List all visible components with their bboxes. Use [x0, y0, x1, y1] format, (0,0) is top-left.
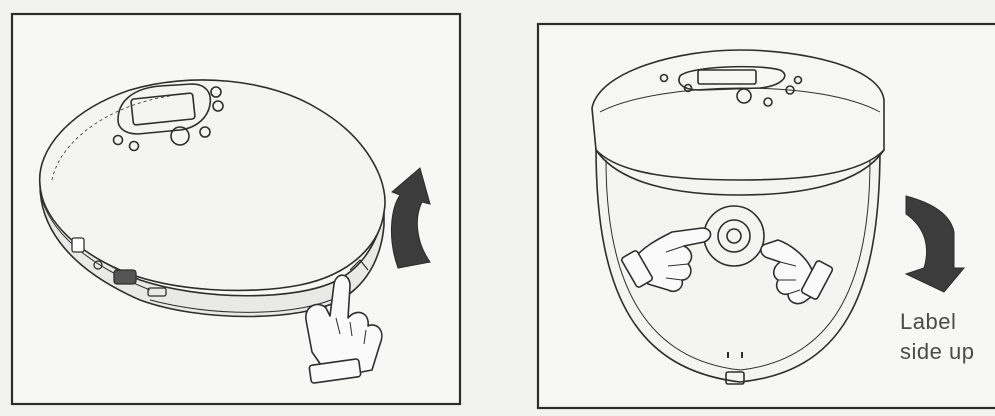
label-side-up-caption: Label side up — [900, 307, 974, 367]
caption-line-1: Label — [900, 307, 974, 337]
caption-line-2: side up — [900, 337, 974, 367]
panel-open-lid — [12, 14, 460, 404]
